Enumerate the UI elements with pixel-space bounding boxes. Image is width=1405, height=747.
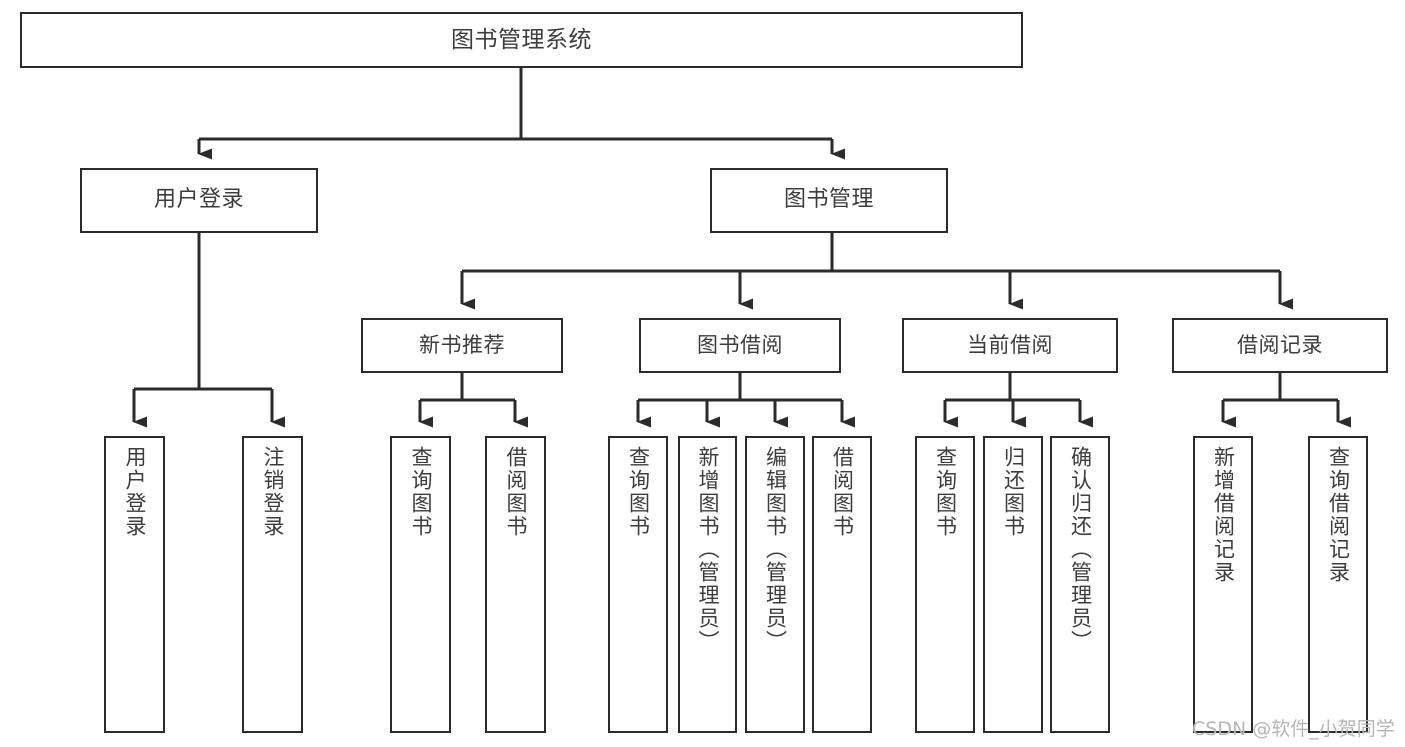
csdn-watermark: CSDN @软件_小贺同学	[1192, 718, 1395, 740]
node-leaf-query-book-current[interactable]: 查询图书	[915, 436, 975, 733]
node-leaf-add-book-admin[interactable]: 新增图书（管理员）	[678, 436, 737, 733]
node-label: 借阅图书	[503, 446, 528, 538]
node-borrow-record[interactable]: 借阅记录	[1172, 318, 1388, 373]
node-leaf-query-book-recommend[interactable]: 查询图书	[390, 436, 451, 733]
node-label: 新增借阅记录	[1211, 446, 1236, 584]
node-label: 借阅记录	[1237, 332, 1323, 357]
node-leaf-confirm-return-admin[interactable]: 确认归还（管理员）	[1050, 436, 1110, 733]
node-label: 图书管理系统	[451, 26, 592, 53]
node-label: 新增图书（管理员）	[695, 446, 720, 653]
node-label: 查询图书	[408, 446, 433, 538]
node-label: 查询图书	[933, 446, 958, 538]
node-label: 归还图书	[1001, 446, 1026, 538]
node-label: 查询图书	[626, 446, 651, 538]
node-new-book-recommend[interactable]: 新书推荐	[361, 318, 563, 373]
node-label: 用户登录	[153, 187, 244, 213]
node-label: 新书推荐	[419, 332, 505, 357]
node-leaf-query-book-borrow[interactable]: 查询图书	[608, 436, 668, 733]
node-label: 借阅图书	[830, 446, 855, 538]
node-user-login[interactable]: 用户登录	[80, 168, 318, 233]
node-leaf-borrow-book-recommend[interactable]: 借阅图书	[485, 436, 546, 733]
node-book-borrow[interactable]: 图书借阅	[639, 318, 841, 373]
node-leaf-query-borrow-record[interactable]: 查询借阅记录	[1308, 436, 1368, 733]
node-leaf-add-borrow-record[interactable]: 新增借阅记录	[1193, 436, 1253, 733]
node-label: 当前借阅	[967, 332, 1053, 357]
node-root-system[interactable]: 图书管理系统	[20, 12, 1023, 68]
node-book-manage[interactable]: 图书管理	[710, 168, 948, 233]
node-label: 注销登录	[260, 446, 285, 538]
node-label: 图书借阅	[697, 332, 783, 357]
node-label: 确认归还（管理员）	[1068, 446, 1093, 653]
node-label: 图书管理	[783, 187, 874, 213]
node-label: 查询借阅记录	[1326, 446, 1351, 584]
node-label: 编辑图书（管理员）	[763, 446, 788, 653]
node-leaf-logout-login[interactable]: 注销登录	[242, 436, 303, 733]
node-leaf-user-login[interactable]: 用户登录	[104, 436, 165, 733]
node-current-borrow[interactable]: 当前借阅	[902, 318, 1118, 373]
node-label: 用户登录	[122, 446, 147, 538]
node-leaf-borrow-book[interactable]: 借阅图书	[812, 436, 872, 733]
node-leaf-edit-book-admin[interactable]: 编辑图书（管理员）	[745, 436, 805, 733]
node-leaf-return-book[interactable]: 归还图书	[983, 436, 1043, 733]
